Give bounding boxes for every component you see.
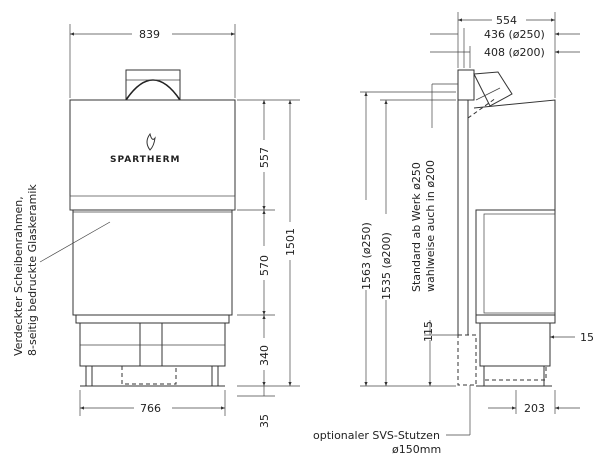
front-glass-panel bbox=[72, 209, 233, 316]
side-note-line2: wahlweise auch in ø200 bbox=[424, 160, 437, 292]
dim-front-width-top: 839 bbox=[69, 24, 236, 98]
dim-front-height-top-label: 557 bbox=[258, 147, 271, 168]
dim-side-depth-15: 15 bbox=[550, 331, 594, 344]
dim-side-width-203: 203 bbox=[488, 390, 580, 415]
dim-side-width-250: 436 (ø250) bbox=[430, 28, 580, 68]
dim-side-height-200-label: 1535 (ø200) bbox=[380, 232, 393, 300]
dim-side-width-total-label: 554 bbox=[496, 14, 517, 27]
dim-side-width-total: 554 bbox=[457, 12, 556, 98]
front-note-line2: 8-seitig bedruckte Glaskeramik bbox=[26, 184, 39, 356]
dim-front-feet-label: 35 bbox=[258, 414, 271, 428]
dim-side-height-115-label: 115 bbox=[422, 321, 435, 342]
dim-front-height-bottom-label: 340 bbox=[258, 345, 271, 366]
dim-side-width-200: 408 (ø200) bbox=[430, 46, 580, 68]
dim-side-height-250-label: 1563 (ø250) bbox=[360, 222, 373, 290]
dim-side-depth-15-label: 15 bbox=[580, 331, 594, 344]
brand-label: SPARTHERM bbox=[110, 155, 180, 165]
front-note: Verdeckter Scheibenrahmen, 8-seitig bedr… bbox=[12, 184, 111, 356]
side-view: 554 436 (ø250) 408 (ø200) 1563 (ø250) 1 bbox=[313, 12, 594, 456]
side-standard-note: Standard ab Werk ø250 wahlweise auch in … bbox=[410, 83, 458, 292]
dim-side-height-115: 115 bbox=[422, 320, 458, 386]
front-base bbox=[75, 314, 230, 387]
side-svs-note: optionaler SVS-Stutzen ø150mm bbox=[313, 385, 471, 456]
dim-front-height-glass-label: 570 bbox=[258, 255, 271, 276]
side-flue-pipe bbox=[457, 69, 513, 119]
dim-front-width-bottom: 766 bbox=[79, 390, 226, 416]
svs-line1: optionaler SVS-Stutzen bbox=[313, 429, 440, 442]
svs-line2: ø150mm bbox=[392, 443, 441, 456]
dim-side-heights: 1563 (ø250) 1535 (ø200) bbox=[360, 91, 456, 387]
dim-front-heights: 557 570 340 1501 35 bbox=[237, 99, 300, 428]
front-flue-pipe bbox=[125, 69, 181, 101]
side-note-line1: Standard ab Werk ø250 bbox=[410, 162, 423, 292]
front-note-line1: Verdeckter Scheibenrahmen, bbox=[12, 196, 25, 356]
dim-side-width-200-label: 408 (ø200) bbox=[484, 46, 545, 59]
front-view: SPARTHERM 839 bbox=[12, 24, 300, 428]
spartherm-logo: SPARTHERM bbox=[110, 132, 180, 165]
dim-front-height-total-label: 1501 bbox=[284, 228, 297, 256]
dim-front-width-bottom-label: 766 bbox=[140, 402, 161, 415]
dim-side-width-203-label: 203 bbox=[524, 402, 545, 415]
dim-side-width-250-label: 436 (ø250) bbox=[484, 28, 545, 41]
side-body bbox=[457, 99, 556, 387]
dim-front-width-top-label: 839 bbox=[139, 28, 160, 41]
